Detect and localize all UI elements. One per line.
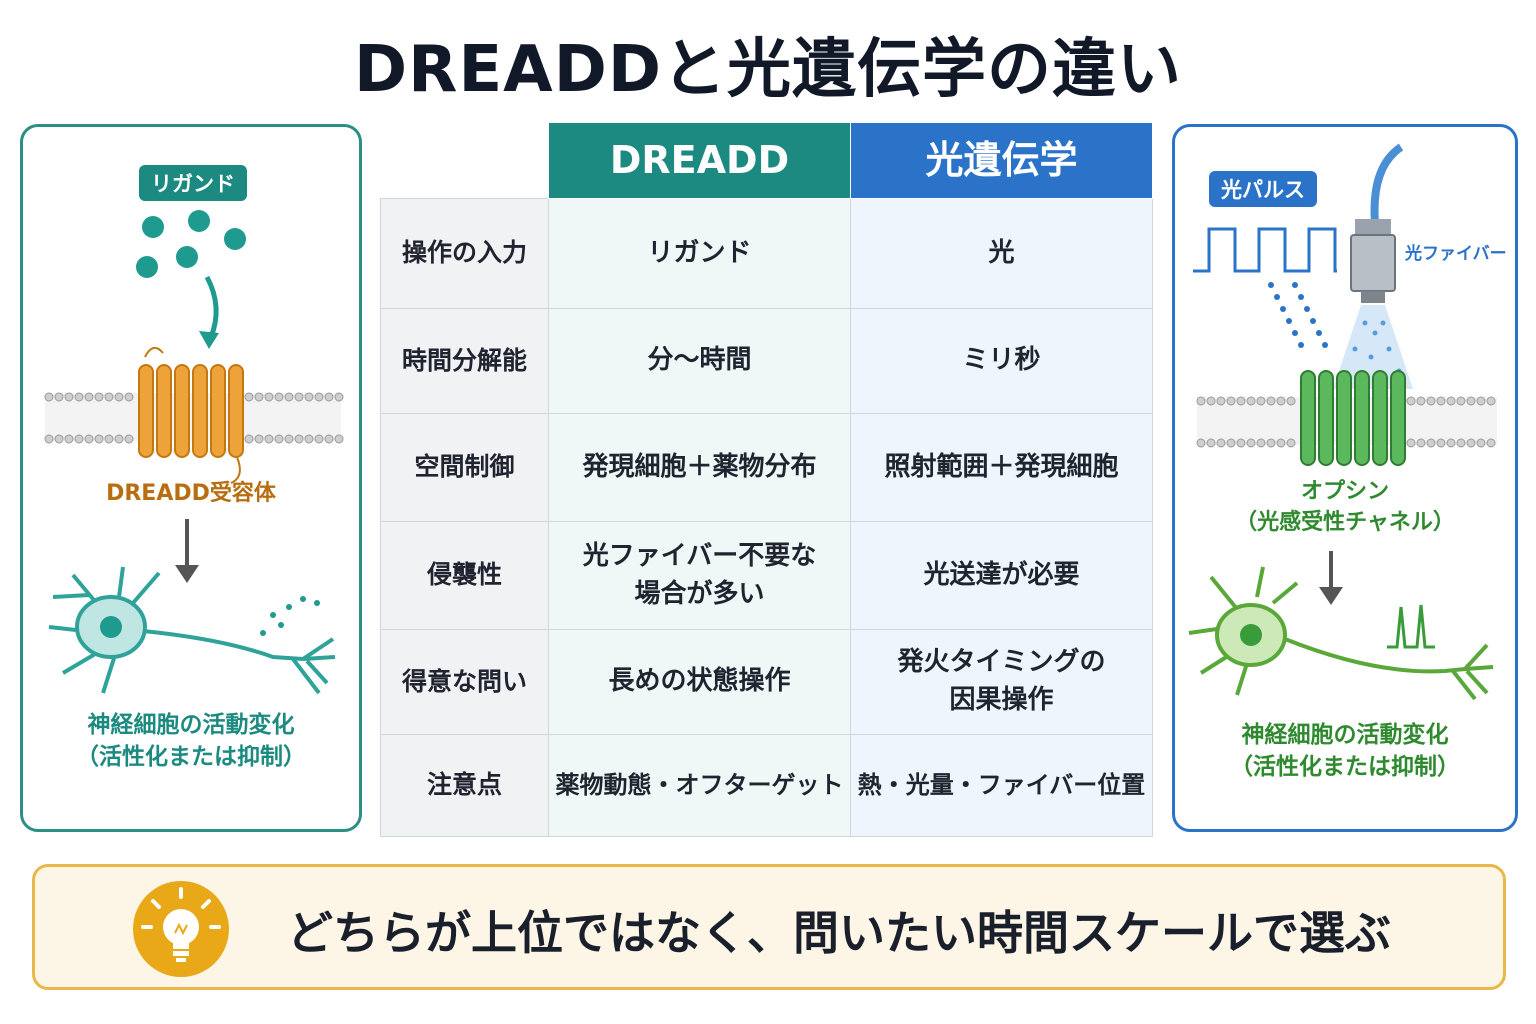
table-header-row: DREADD 光遺伝学 <box>380 122 1153 199</box>
neuron-icon <box>48 566 336 695</box>
fiber-label: 光ファイバー <box>1405 244 1507 264</box>
row-label: 空間制御 <box>380 413 549 522</box>
cell-optogenetics: 熱・光量・ファイバー位置 <box>850 734 1153 837</box>
receptor-label: DREADD受容体 <box>106 481 276 506</box>
row-label: 時間分解能 <box>380 308 549 414</box>
header-dreadd: DREADD <box>548 122 851 199</box>
optogenetics-panel: 光パルス 光ファイバー オプシン （光感受性チャネル） 神経細胞の活動変化 （活… <box>1172 124 1518 832</box>
dreadd-panel: リガンド DREADD受容体 神経細胞の活動変化 （活性化または抑制） <box>20 124 362 832</box>
table-row: 空間制御 発現細胞＋薬物分布 照射範囲＋発現細胞 <box>380 413 1153 522</box>
receptor-icon <box>138 346 244 484</box>
row-label: 注意点 <box>380 734 549 837</box>
comparison-table: DREADD 光遺伝学 操作の入力 リガンド 光 時間分解能 分～時間 ミリ秒 … <box>380 122 1153 837</box>
fiber-icon <box>1350 143 1404 303</box>
cell-optogenetics: 光 <box>850 198 1153 309</box>
cell-optogenetics: 照射範囲＋発現細胞 <box>850 413 1153 522</box>
table-row: 得意な問い 長めの状態操作 発火タイミングの 因果操作 <box>380 629 1153 735</box>
row-label: 得意な問い <box>380 629 549 735</box>
opto-caption-line1: 神経細胞の活動変化 <box>1241 722 1449 748</box>
bottom-message-box: どちらが上位ではなく、問いたい時間スケールで選ぶ <box>32 864 1506 990</box>
cell-dreadd: リガンド <box>548 198 851 309</box>
opsin-label: オプシン （光感受性チャネル） <box>1175 477 1515 539</box>
ligand-arrow <box>204 275 219 338</box>
opsin-label-line1: オプシン <box>1300 479 1389 504</box>
table-row: 注意点 薬物動態・オフターゲット 熱・光量・ファイバー位置 <box>380 734 1153 837</box>
dreadd-caption-line2: （活性化または抑制） <box>76 744 306 771</box>
dreadd-caption: 神経細胞の活動変化 （活性化または抑制） <box>23 709 359 773</box>
row-label: 操作の入力 <box>380 198 549 309</box>
neuron-icon <box>1188 566 1494 701</box>
header-blank <box>380 122 549 199</box>
ligand-dots <box>136 210 246 278</box>
page-title: DREADDと光遺伝学の違い <box>354 33 1182 107</box>
cell-dreadd: 分～時間 <box>548 308 851 414</box>
light-pulse-icon <box>1193 227 1337 273</box>
row-label: 侵襲性 <box>380 521 549 630</box>
dreadd-caption-line1: 神経細胞の活動変化 <box>87 712 295 738</box>
table-row: 時間分解能 分～時間 ミリ秒 <box>380 308 1153 414</box>
cell-dreadd: 光ファイバー不要な 場合が多い <box>548 521 851 630</box>
header-optogenetics: 光遺伝学 <box>850 122 1153 199</box>
table-row: 操作の入力 リガンド 光 <box>380 198 1153 309</box>
table-row: 侵襲性 光ファイバー不要な 場合が多い 光送達が必要 <box>380 521 1153 630</box>
opto-caption-line2: （活性化または抑制） <box>1230 754 1460 781</box>
bottom-message: どちらが上位ではなく、問いたい時間スケールで選ぶ <box>287 906 1391 960</box>
cell-optogenetics: 発火タイミングの 因果操作 <box>850 629 1153 735</box>
cell-dreadd: 薬物動態・オフターゲット <box>548 734 851 837</box>
dreadd-illustration <box>44 210 344 695</box>
lightbulb-icon <box>133 881 229 977</box>
opsin-label-line2: （光感受性チャネル） <box>1235 509 1455 535</box>
opto-caption: 神経細胞の活動変化 （活性化または抑制） <box>1175 719 1515 783</box>
spike-icon <box>1387 604 1435 649</box>
opsin-icon <box>1300 370 1406 466</box>
cell-optogenetics: 光送達が必要 <box>850 521 1153 630</box>
cell-dreadd: 発現細胞＋薬物分布 <box>548 413 851 522</box>
cell-optogenetics: ミリ秒 <box>850 308 1153 414</box>
optogenetics-illustration <box>1188 143 1497 701</box>
light-pulse-tag: 光パルス <box>1209 171 1317 207</box>
ligand-tag: リガンド <box>139 165 247 201</box>
cell-dreadd: 長めの状態操作 <box>548 629 851 735</box>
